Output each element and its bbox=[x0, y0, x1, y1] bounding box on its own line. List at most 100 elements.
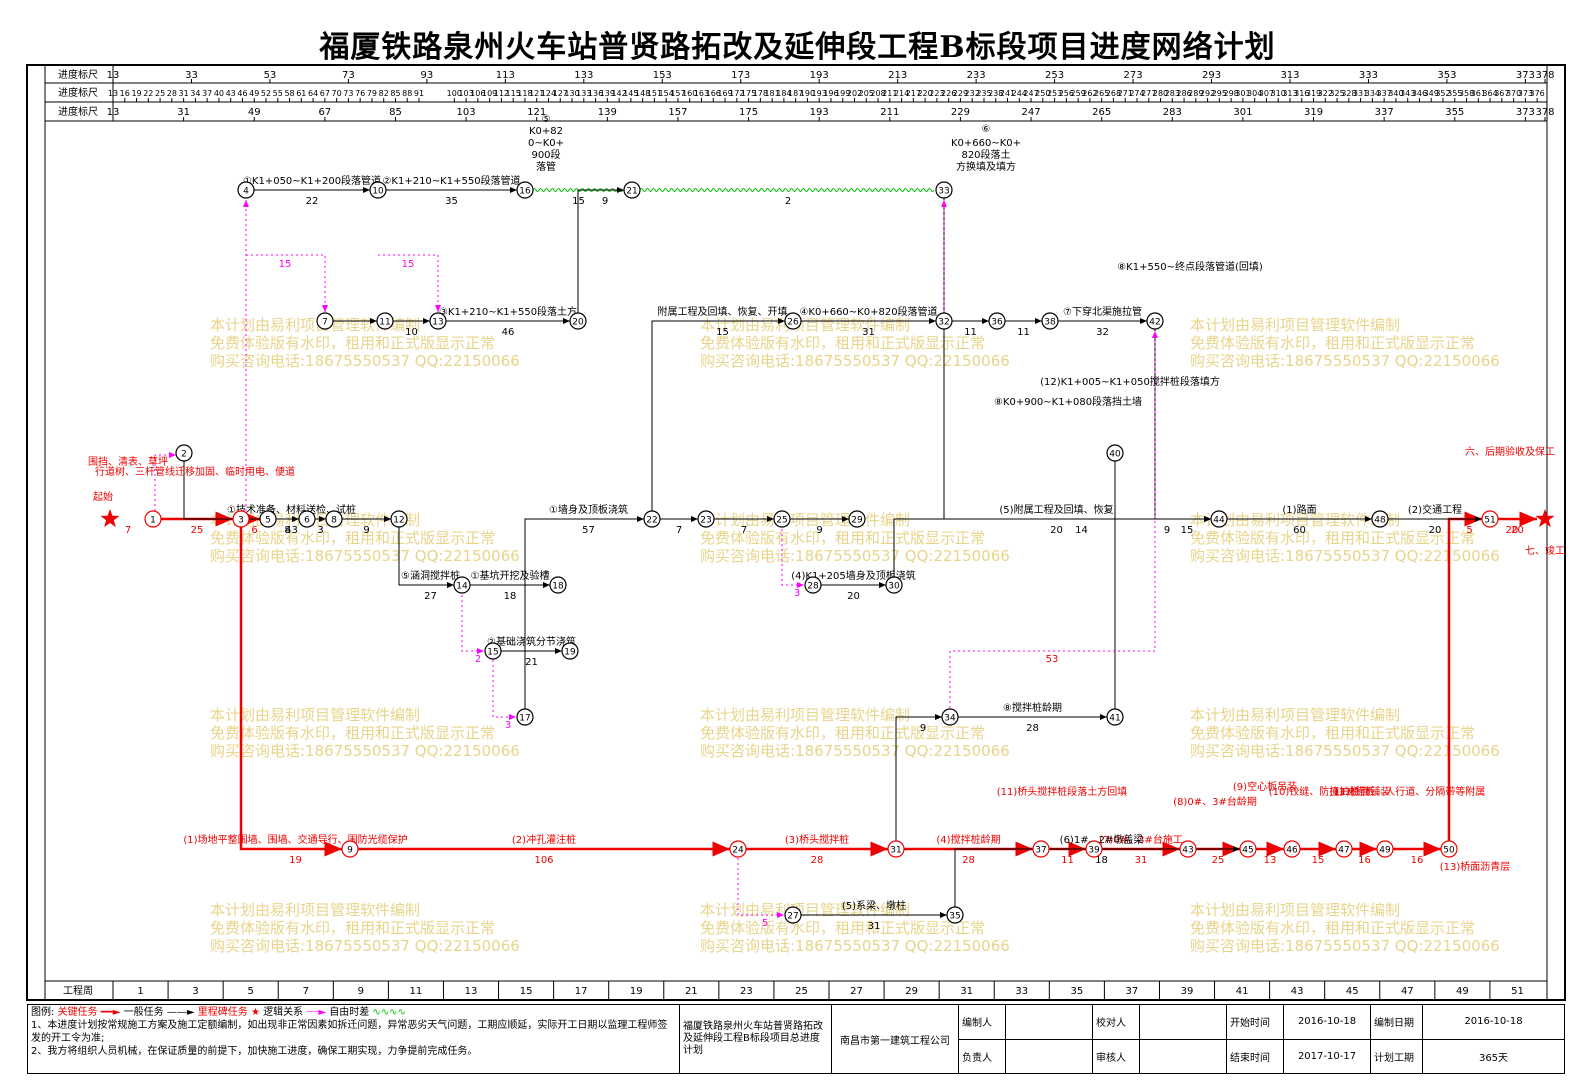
node-circle bbox=[1335, 840, 1353, 858]
scale-tick-label: 238 bbox=[988, 89, 1003, 98]
scale-tick-label: 133 bbox=[576, 89, 591, 98]
scale-tick-label: 196 bbox=[823, 89, 838, 98]
legend-logic-arrow: ┈┈► bbox=[306, 1007, 327, 1018]
watermark-text: 本计划由易利项目管理软件编制 bbox=[700, 706, 910, 724]
scale-tick-label: 280 bbox=[1153, 89, 1168, 98]
scale-tick-label: 178 bbox=[753, 89, 768, 98]
watermark-text: 购买咨询电话:18675550537 QQ:22150066 bbox=[1190, 352, 1500, 370]
info-end: 2017-10-17 bbox=[1283, 1038, 1371, 1074]
node-number: 32 bbox=[938, 318, 949, 328]
node-circle bbox=[453, 576, 471, 594]
node-circle bbox=[1283, 840, 1301, 858]
node-number: 4 bbox=[243, 187, 249, 197]
scale-tick-label: 304 bbox=[1247, 89, 1262, 98]
node-number: 17 bbox=[519, 714, 530, 724]
annotation-text: K0+82 bbox=[529, 126, 563, 137]
task-duration: 28 bbox=[811, 855, 824, 866]
week-label: 37 bbox=[1126, 986, 1139, 997]
scale-tick-label: 229 bbox=[951, 107, 970, 118]
scale-tick-label: 49 bbox=[248, 107, 261, 118]
scale-tick-label: 298 bbox=[1223, 89, 1238, 98]
node-circle bbox=[516, 181, 534, 199]
node-circle bbox=[623, 181, 641, 199]
scale-tick-label: 115 bbox=[506, 89, 521, 98]
task-label: ⑤涵洞搅拌桩 bbox=[401, 569, 460, 582]
scale-tick-label: 259 bbox=[1070, 89, 1085, 98]
node-number: 37 bbox=[1035, 846, 1046, 856]
task-duration: 10 bbox=[405, 327, 418, 338]
scale-tick-label: 247 bbox=[1022, 107, 1041, 118]
task-duration: 31 bbox=[868, 921, 881, 932]
task-duration: 31 bbox=[1135, 855, 1148, 866]
node-circle bbox=[1106, 708, 1124, 726]
scale-tick-label: 367 bbox=[1494, 89, 1509, 98]
scale-tick-label: 169 bbox=[717, 89, 732, 98]
scale-tick-label: 172 bbox=[729, 89, 744, 98]
watermark-text: 免费体验版有水印，租用和正式版显示正常 bbox=[210, 529, 495, 547]
milestone-star-icon bbox=[1535, 509, 1555, 528]
task-duration: 9 bbox=[920, 723, 926, 734]
scale-tick-label: 13 bbox=[107, 107, 120, 118]
node-circle bbox=[341, 840, 359, 858]
task-label: ②基础浇筑分节浇筑 bbox=[487, 635, 576, 648]
node-number: 43 bbox=[1182, 846, 1193, 856]
scale-tick-label: 286 bbox=[1176, 89, 1191, 98]
week-label: 17 bbox=[575, 986, 588, 997]
scale-tick-label: 250 bbox=[1035, 89, 1050, 98]
annotation-text: 落管 bbox=[536, 160, 556, 173]
scale-tick-label: 346 bbox=[1412, 89, 1427, 98]
task-duration: 25 bbox=[191, 525, 204, 536]
task-label: (7)0#、3#台施工 bbox=[1099, 833, 1183, 846]
week-label: 21 bbox=[685, 986, 698, 997]
task-duration: 46 bbox=[502, 327, 515, 338]
node-circle bbox=[1041, 312, 1059, 330]
scale-tick-label: 79 bbox=[367, 89, 377, 98]
task-duration: 18 bbox=[504, 591, 517, 602]
logic-arrow bbox=[781, 529, 804, 588]
scale-tick-label: 232 bbox=[965, 89, 980, 98]
node-number: 14 bbox=[456, 582, 468, 592]
node-circle bbox=[935, 312, 953, 330]
normal-arrow bbox=[895, 714, 942, 841]
scale-tick-label: 85 bbox=[389, 107, 402, 118]
annotation-text: 起始 bbox=[93, 490, 113, 503]
logic-arrow bbox=[949, 331, 1158, 708]
node-number: 31 bbox=[890, 846, 901, 856]
task-duration: 28 bbox=[962, 855, 975, 866]
scale-tick-label: 121 bbox=[527, 107, 546, 118]
scale-tick-label: 19 bbox=[131, 89, 141, 98]
annotation-text: 53 bbox=[1046, 654, 1059, 665]
scale-tick-label: 244 bbox=[1012, 89, 1027, 98]
task-label: (6)1#、2#墩盖梁 bbox=[1060, 833, 1144, 846]
task-duration: 28 bbox=[1026, 723, 1039, 734]
annotation-text: 20 bbox=[1506, 525, 1519, 536]
task-duration: 57 bbox=[582, 525, 595, 536]
week-label: 7 bbox=[303, 986, 309, 997]
scale-tick-label: 265 bbox=[1092, 107, 1111, 118]
scale-tick-label: 223 bbox=[929, 89, 944, 98]
scale-tick-label: 121 bbox=[529, 89, 544, 98]
watermark-text: 本计划由易利项目管理软件编制 bbox=[1190, 316, 1400, 334]
node-circle bbox=[1032, 840, 1050, 858]
scale-tick-label: 193 bbox=[810, 107, 829, 118]
annotation-text: (11)桥面铺装 bbox=[1330, 785, 1391, 798]
annotation-text: 3 bbox=[794, 588, 800, 599]
scale-tick-label: 106 bbox=[470, 89, 485, 98]
watermark-text: 本计划由易利项目管理软件编制 bbox=[1190, 511, 1400, 529]
scale-tick-label: 289 bbox=[1188, 89, 1203, 98]
info-project: 福厦铁路泉州火车站普贤路拓改及延伸段工程B标段项目总进度计划 bbox=[679, 1004, 832, 1074]
task-duration: 32 bbox=[1096, 327, 1109, 338]
task-duration: 2 bbox=[785, 196, 791, 207]
scale-tick-label: 247 bbox=[1023, 89, 1038, 98]
node-circle bbox=[429, 312, 447, 330]
scale-tick-label: 13 bbox=[107, 70, 120, 81]
task-duration: 11 bbox=[1017, 327, 1030, 338]
info-start: 2016-10-18 bbox=[1283, 1004, 1371, 1040]
scale-tick-label: 253 bbox=[1045, 70, 1064, 81]
node-number: 28 bbox=[807, 582, 819, 592]
week-label: 25 bbox=[795, 986, 808, 997]
scale-tick-label: 175 bbox=[741, 89, 756, 98]
scale-tick-label: 136 bbox=[588, 89, 603, 98]
scale-tick-label: 292 bbox=[1200, 89, 1215, 98]
logic-arrow bbox=[461, 595, 484, 654]
